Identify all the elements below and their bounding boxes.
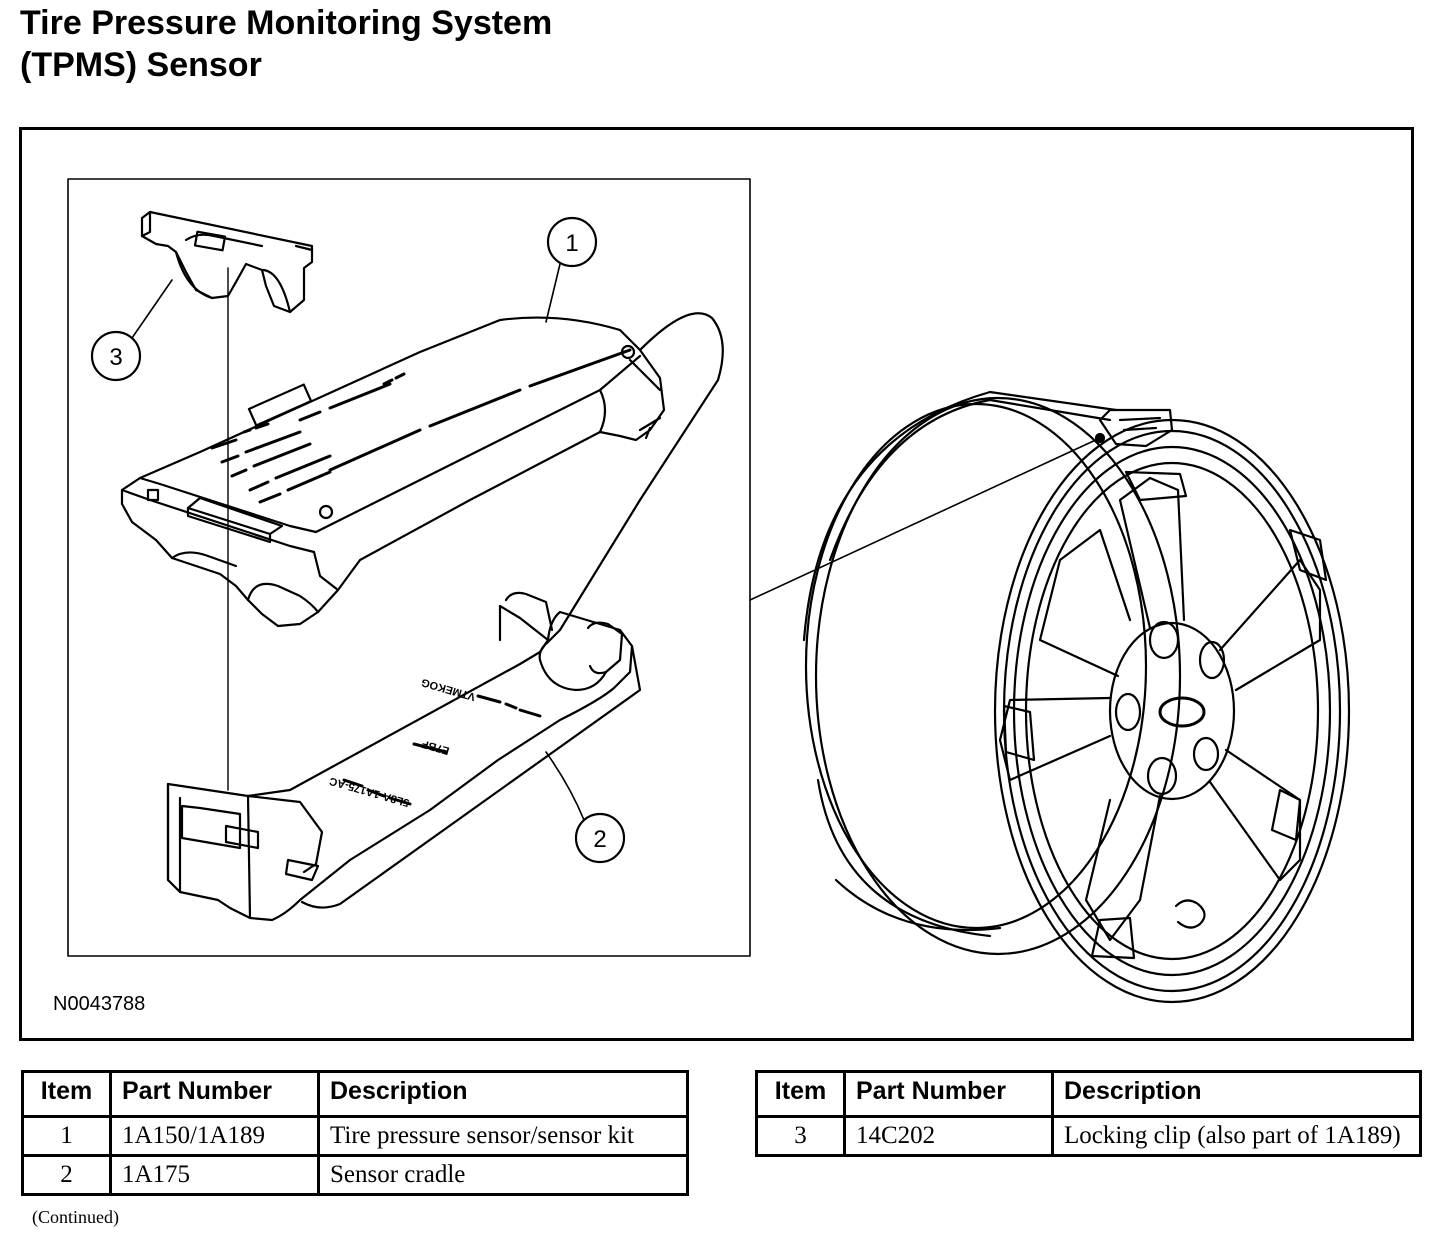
title-line-1: Tire Pressure Monitoring System [20, 4, 553, 42]
callout-2: 2 [545, 751, 626, 864]
callout-3: 3 [90, 279, 173, 382]
callout-2-label: 2 [593, 826, 606, 853]
cell-part-number: 1A150/1A189 [109, 1115, 320, 1157]
sensor-markings [210, 348, 632, 504]
wheel-back-rim [814, 396, 1182, 956]
cradle-markings [342, 694, 542, 806]
table-row: 3 14C202 Locking clip (also part of 1A18… [755, 1115, 1422, 1157]
tpms-exploded-diagram: 1 2 3 VTMEKOG E7BF 5L8A-1A175-AC [67, 178, 1351, 1004]
sensor-cradle [166, 591, 642, 922]
header-item: Item [21, 1070, 112, 1118]
wheel-center-cap [1158, 696, 1206, 728]
header-part-number: Part Number [109, 1070, 320, 1118]
cell-description: Locking clip (also part of 1A189) [1051, 1115, 1422, 1157]
figure-frame [19, 127, 1414, 1041]
cradle-text-2: E7BF [420, 737, 451, 756]
cradle-text-3: 5L8A-1A175-AC [328, 774, 411, 808]
cell-description: Tire pressure sensor/sensor kit [317, 1115, 689, 1157]
detail-inset-box [67, 178, 751, 957]
cell-part-number: 1A175 [109, 1154, 320, 1196]
table-header-row: Item Part Number Description [21, 1070, 689, 1118]
table-row: 2 1A175 Sensor cradle [21, 1154, 689, 1196]
title-line-2: (TPMS) Sensor [20, 46, 262, 84]
wheel-outer-rim [993, 418, 1351, 1004]
page-title: Tire Pressure Monitoring System (TPMS) S… [20, 2, 552, 86]
callout-3-label: 3 [109, 344, 122, 371]
figure-code: N0043788 [53, 993, 146, 1015]
cell-item: 2 [21, 1154, 112, 1196]
sensor-body [120, 312, 724, 662]
cradle-text-1: VTMEKOG [420, 676, 477, 703]
header-description: Description [317, 1070, 689, 1118]
table-header-row: Item Part Number Description [755, 1070, 1422, 1118]
parts-table-left: Item Part Number Description 1 1A150/1A1… [21, 1070, 689, 1196]
locking-clip [140, 210, 314, 314]
cell-item: 3 [755, 1115, 846, 1157]
callout-1: 1 [545, 216, 598, 323]
cell-part-number: 14C202 [843, 1115, 1054, 1157]
continued-note: (Continued) [32, 1207, 119, 1227]
callout-1-label: 1 [565, 230, 578, 257]
table-row: 1 1A150/1A189 Tire pressure sensor/senso… [21, 1115, 689, 1157]
wheel-assembly [802, 390, 1351, 1004]
wheel-hub [1108, 621, 1236, 801]
header-part-number: Part Number [843, 1070, 1054, 1118]
parts-table-right: Item Part Number Description 3 14C202 Lo… [755, 1070, 1422, 1157]
cell-item: 1 [21, 1115, 112, 1157]
header-item: Item [755, 1070, 846, 1118]
inset-leader-line [749, 437, 1101, 601]
cell-description: Sensor cradle [317, 1154, 689, 1196]
header-description: Description [1051, 1070, 1422, 1118]
cradle-stamp-text: VTMEKOG E7BF 5L8A-1A175-AC [328, 676, 477, 809]
